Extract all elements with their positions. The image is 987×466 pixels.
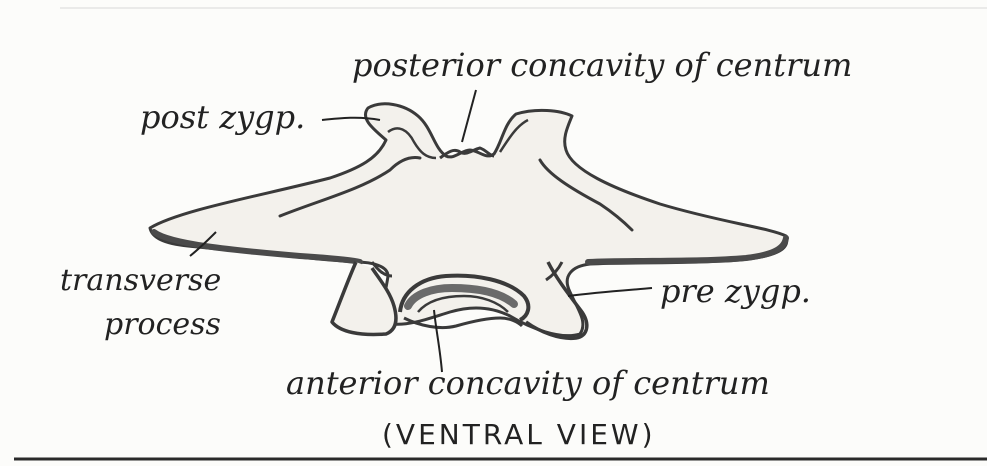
label-anterior-concavity: anterior concavity of centrum [286,364,770,402]
label-posterior-concavity: posterior concavity of centrum [352,46,852,84]
label-transverse-line2: process [104,307,221,342]
anterior-concavity-leader [434,310,442,372]
pre-zyg-leader [568,288,652,296]
label-view-caption: (VENTRAL VIEW) [382,418,656,451]
posterior-concavity-leader [462,90,476,142]
label-post-zygapophysis: post zygp. [140,98,305,136]
label-transverse-line1: transverse [60,263,221,298]
label-pre-zygapophysis: pre zygp. [660,272,811,310]
